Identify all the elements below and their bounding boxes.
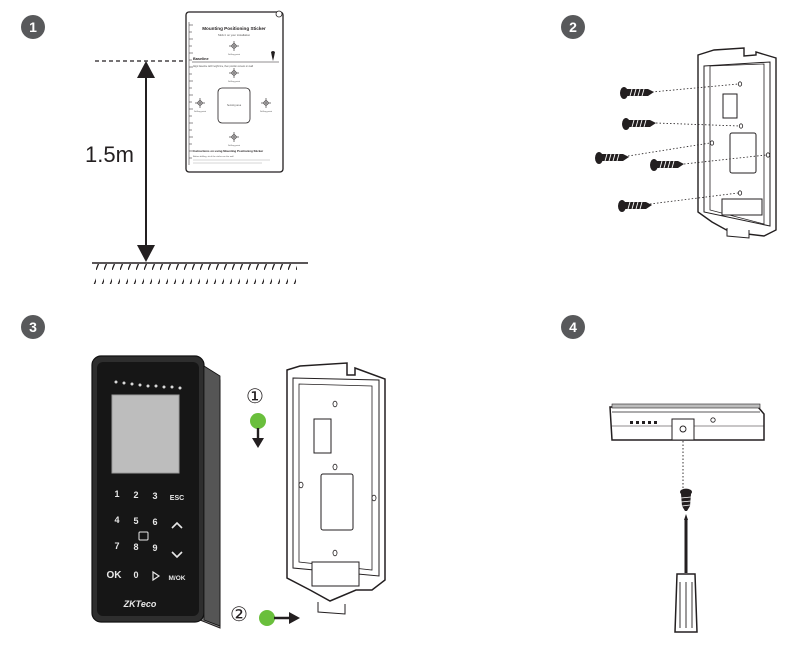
arrow-right-icon (289, 612, 300, 624)
green-marker-2 (259, 610, 275, 626)
screw-guide-lines (627, 83, 767, 205)
green-marker-1 (250, 413, 266, 429)
crosshair-icon (229, 132, 239, 142)
sticker-hole-label-mid: Drilling point (228, 80, 240, 83)
sticker-pin-icon (271, 51, 275, 61)
sticker-hole-label-top: Drilling point (228, 53, 240, 56)
step-1-number: 1 (29, 19, 37, 35)
sticker-title: Mounting Positioning Sticker (202, 26, 266, 31)
sticker-baseline-text: Align baseline with height line, then po… (193, 65, 253, 68)
arrow-up-icon (137, 61, 155, 78)
step-1-badge: 1 (21, 15, 45, 39)
back-plate (697, 47, 777, 239)
arrow-down-icon (137, 245, 155, 262)
step-4-number: 4 (569, 319, 577, 335)
key-4: 4 (114, 515, 119, 525)
panel-1-height: 1.5m Mounting Positioning Sticker (85, 10, 308, 284)
device-brand-logo: ZKTeco (123, 599, 157, 609)
key-2: 2 (133, 490, 138, 500)
sticker-instructions-title: Instructions on using Mounting Positioni… (193, 149, 264, 153)
crosshair-icon (229, 41, 239, 51)
step-marker-1: ① (246, 386, 264, 408)
panel-2-screws (595, 47, 777, 239)
key-0: 0 (133, 570, 138, 580)
keypad-card-icon (138, 531, 149, 541)
key-6: 6 (152, 517, 157, 527)
chevron-up-icon (171, 521, 183, 529)
key-8: 8 (133, 542, 138, 552)
screw-icon (595, 152, 629, 164)
step-marker-2: ② (230, 604, 248, 626)
screw-icon (618, 200, 652, 212)
crosshair-icon (261, 98, 271, 108)
key-5: 5 (133, 516, 138, 526)
key-m-ok: M/OK (169, 575, 186, 582)
height-label: 1.5m (85, 142, 134, 167)
chevron-down-icon (171, 551, 183, 559)
sticker-hole-label-bottom: Drilling point (228, 144, 240, 147)
step-2-badge: 2 (561, 15, 585, 39)
step-3-badge: 3 (21, 315, 45, 339)
step-4-badge: 4 (561, 315, 585, 339)
key-esc: ESC (170, 495, 184, 502)
bottom-small-hole (710, 417, 716, 423)
screw-slot (671, 418, 695, 441)
sticker-ruler (188, 22, 193, 165)
sticker-baseline-label: Baseline (193, 57, 209, 61)
key-ok: OK (107, 570, 123, 581)
keypad: 1 2 3 ESC 4 5 6 7 8 9 0 M/OK OK (107, 489, 186, 582)
device-screen (111, 394, 180, 474)
panel-3-mount-device: 1 2 3 ESC 4 5 6 7 8 9 0 M/OK OK ZKTeco ① (91, 355, 386, 629)
key-9: 9 (152, 543, 157, 553)
screwdriver-icon (674, 514, 698, 633)
play-icon (152, 570, 161, 582)
ground-hatching (92, 264, 297, 284)
screw-icon (622, 118, 656, 130)
key-3: 3 (152, 491, 157, 501)
screw-icon (620, 87, 654, 99)
sticker-hole-label-left: Drilling point (194, 110, 206, 113)
positioning-sticker: Mounting Positioning Sticker Stick it on… (185, 10, 284, 173)
device-bottom-view (609, 403, 765, 441)
crosshair-icon (229, 68, 239, 78)
sticker-peel-corner (275, 10, 283, 18)
device-front: 1 2 3 ESC 4 5 6 7 8 9 0 M/OK OK ZKTeco (91, 355, 221, 629)
panel-4-secure-screw (609, 403, 765, 633)
bottom-port-holes (630, 421, 657, 424)
mounting-plate (286, 362, 386, 615)
key-1: 1 (114, 489, 119, 499)
sticker-center-label: Sensing area (227, 104, 242, 107)
sticker-hole-label-right: Drilling point (260, 110, 272, 113)
sticker-instructions-text: Before drilling, stick the sticker on th… (193, 155, 234, 158)
crosshair-icon (195, 98, 205, 108)
indicator-leds (114, 380, 182, 390)
arrow-down-icon (252, 438, 264, 448)
step-2-number: 2 (569, 19, 577, 35)
screw-icon (680, 488, 692, 511)
sticker-subtitle: Stick it on your installation (218, 33, 251, 37)
step-3-number: 3 (29, 319, 37, 335)
key-7: 7 (114, 541, 119, 551)
screw-icon (650, 159, 684, 171)
sticker-sensing-area (217, 87, 251, 124)
